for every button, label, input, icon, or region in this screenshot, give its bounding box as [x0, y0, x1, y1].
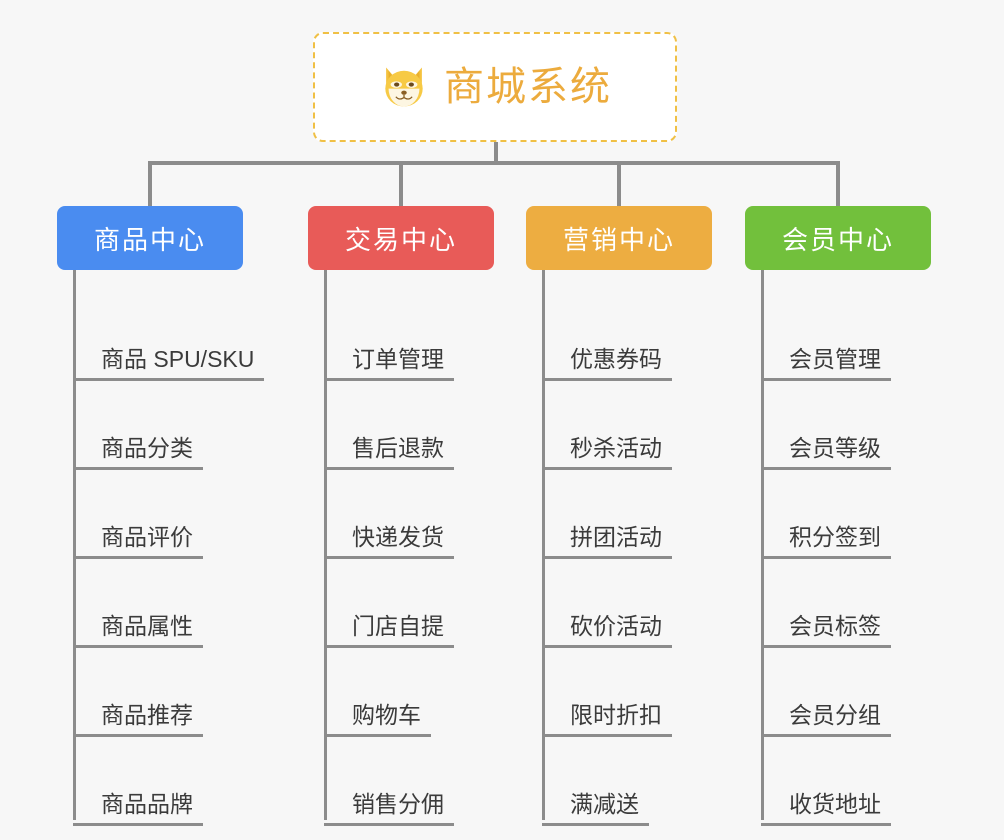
leaf-item-label: 商品 SPU/SKU — [73, 346, 265, 381]
connector-root-stem — [494, 142, 498, 164]
branch-header-trade-center[interactable]: 交易中心 — [308, 206, 494, 270]
leaf-item[interactable]: 商品 SPU/SKU — [73, 292, 265, 381]
connector-trunk-trade-center — [324, 270, 327, 820]
branch-header-label: 会员中心 — [781, 224, 894, 255]
leaf-item-label: 积分签到 — [761, 524, 891, 559]
leaf-item-label: 会员标签 — [761, 613, 891, 648]
connector-drop-member-center — [836, 161, 840, 207]
connector-drop-marketing-center — [617, 161, 621, 207]
leaf-item-label: 会员管理 — [761, 346, 891, 381]
leaf-item[interactable]: 秒杀活动 — [542, 381, 712, 470]
leaf-item-label: 商品属性 — [73, 613, 203, 648]
connector-horizontal-bus — [148, 161, 840, 165]
leaf-item-label: 秒杀活动 — [542, 435, 672, 470]
leaf-item[interactable]: 商品评价 — [73, 470, 243, 559]
leaf-item-label: 商品评价 — [73, 524, 203, 559]
leaf-item-label: 砍价活动 — [542, 613, 672, 648]
leaf-item[interactable]: 满减送 — [542, 737, 712, 826]
leaf-item[interactable]: 商品属性 — [73, 559, 243, 648]
leaf-item-label: 优惠券码 — [542, 346, 672, 381]
leaf-item[interactable]: 收货地址 — [761, 737, 931, 826]
shiba-dog-icon — [385, 67, 423, 107]
leaf-item[interactable]: 快递发货 — [324, 470, 494, 559]
branch-product-center: 商品中心商品 SPU/SKU 商品分类商品评价商品属性商品推荐商品品牌 — [57, 206, 265, 826]
leaf-item[interactable]: 商品品牌 — [73, 737, 243, 826]
leaf-list-marketing-center: 优惠券码秒杀活动拼团活动砍价活动限时折扣满减送 — [542, 270, 712, 826]
leaf-item-label: 商品分类 — [73, 435, 203, 470]
leaf-item[interactable]: 订单管理 — [324, 292, 494, 381]
leaf-item[interactable]: 售后退款 — [324, 381, 494, 470]
leaf-item-label: 售后退款 — [324, 435, 454, 470]
connector-trunk-product-center — [73, 270, 76, 820]
branch-trade-center: 交易中心订单管理售后退款快递发货门店自提购物车销售分佣 — [308, 206, 494, 826]
leaf-item-label: 商品品牌 — [73, 791, 203, 826]
leaf-item-label: 限时折扣 — [542, 702, 672, 737]
leaf-item-label: 快递发货 — [324, 524, 454, 559]
leaf-item-label: 会员等级 — [761, 435, 891, 470]
leaf-item[interactable]: 商品分类 — [73, 381, 243, 470]
leaf-item-label: 收货地址 — [761, 791, 891, 826]
branch-header-member-center[interactable]: 会员中心 — [745, 206, 931, 270]
branch-header-marketing-center[interactable]: 营销中心 — [526, 206, 712, 270]
leaf-item-label: 会员分组 — [761, 702, 891, 737]
connector-trunk-marketing-center — [542, 270, 545, 820]
leaf-item[interactable]: 限时折扣 — [542, 648, 712, 737]
leaf-item[interactable]: 拼团活动 — [542, 470, 712, 559]
leaf-list-member-center: 会员管理会员等级积分签到会员标签会员分组收货地址 — [761, 270, 931, 826]
leaf-item[interactable]: 销售分佣 — [324, 737, 494, 826]
leaf-item-label: 商品推荐 — [73, 702, 203, 737]
leaf-item[interactable]: 会员分组 — [761, 648, 931, 737]
leaf-item[interactable]: 商品推荐 — [73, 648, 243, 737]
branch-marketing-center: 营销中心优惠券码秒杀活动拼团活动砍价活动限时折扣满减送 — [526, 206, 712, 826]
leaf-item[interactable]: 砍价活动 — [542, 559, 712, 648]
branch-member-center: 会员中心会员管理会员等级积分签到会员标签会员分组收货地址 — [745, 206, 931, 826]
branch-header-label: 商品中心 — [93, 224, 206, 255]
leaf-item[interactable]: 优惠券码 — [542, 292, 712, 381]
root-title: 商城系统 — [444, 65, 612, 109]
leaf-item[interactable]: 会员管理 — [761, 292, 931, 381]
branch-header-product-center[interactable]: 商品中心 — [57, 206, 243, 270]
leaf-list-product-center: 商品 SPU/SKU 商品分类商品评价商品属性商品推荐商品品牌 — [73, 270, 265, 826]
connector-drop-product-center — [148, 161, 152, 207]
leaf-list-trade-center: 订单管理售后退款快递发货门店自提购物车销售分佣 — [324, 270, 494, 826]
connector-drop-trade-center — [399, 161, 403, 207]
leaf-item-label: 拼团活动 — [542, 524, 672, 559]
leaf-item[interactable]: 积分签到 — [761, 470, 931, 559]
branch-header-label: 营销中心 — [562, 224, 675, 255]
leaf-item-label: 订单管理 — [324, 346, 454, 381]
leaf-item[interactable]: 购物车 — [324, 648, 494, 737]
leaf-item[interactable]: 会员标签 — [761, 559, 931, 648]
leaf-item-label: 销售分佣 — [324, 791, 454, 826]
leaf-item[interactable]: 门店自提 — [324, 559, 494, 648]
leaf-item-label: 满减送 — [542, 791, 649, 826]
leaf-item[interactable]: 会员等级 — [761, 381, 931, 470]
branch-header-label: 交易中心 — [344, 224, 457, 255]
leaf-item-label: 门店自提 — [324, 613, 454, 648]
leaf-item-label: 购物车 — [324, 702, 431, 737]
root-node[interactable]: 商城系统 — [313, 32, 677, 142]
connector-trunk-member-center — [761, 270, 764, 820]
